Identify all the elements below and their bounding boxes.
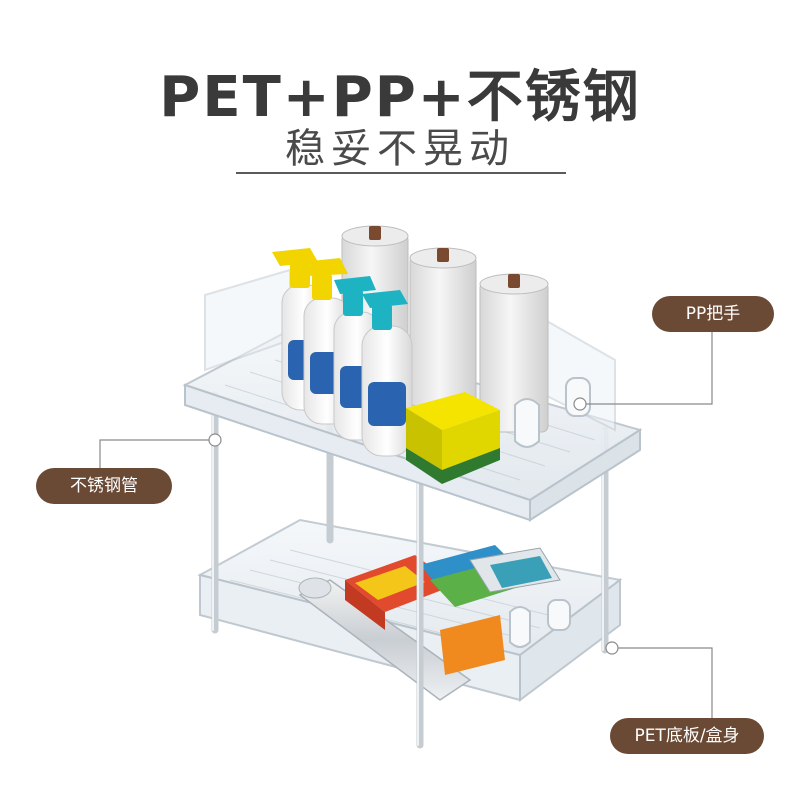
foil-roll <box>298 577 472 701</box>
headline-subtitle: 稳妥不晃动 <box>285 126 515 172</box>
lower-handle <box>509 599 571 648</box>
headline-title: PET+PP+不锈钢 <box>159 65 641 130</box>
title-divider <box>236 172 566 174</box>
wrap-boxes <box>345 545 561 675</box>
spray-bottles <box>272 248 413 457</box>
callout-stainless-tube: 不锈钢管 <box>36 468 172 504</box>
sponge <box>406 392 500 484</box>
callout-pet-base: PET底板/盒身 <box>610 718 764 754</box>
callout-pp-handle: PP把手 <box>652 296 774 332</box>
